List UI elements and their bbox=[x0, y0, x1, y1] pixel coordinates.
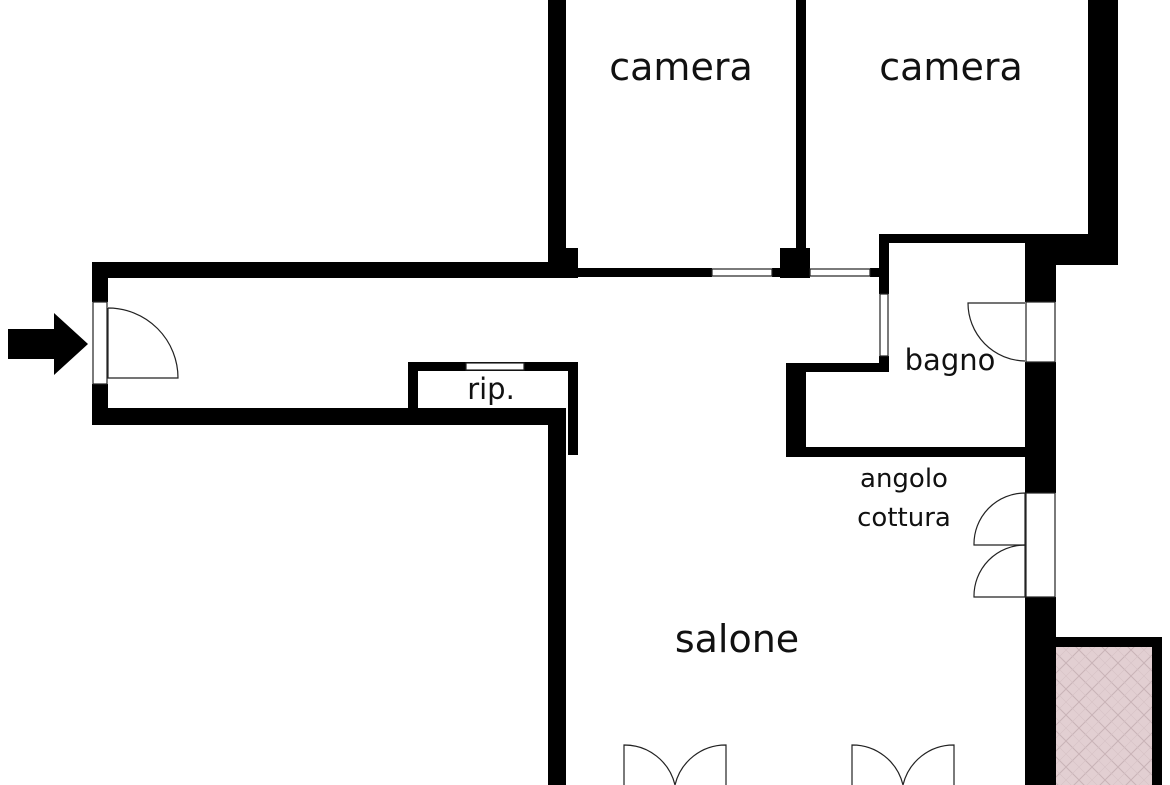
right-wall-1 bbox=[1025, 234, 1056, 302]
bagno-window bbox=[1025, 301, 1056, 363]
kitchen-window-swing-lower bbox=[973, 544, 1026, 598]
rip-left-wall bbox=[408, 362, 418, 425]
camera-left-door-opening bbox=[711, 268, 773, 277]
camera-left-bottom-wall bbox=[578, 268, 712, 277]
bagno-window-swing bbox=[967, 302, 1026, 362]
salone-window-swing-4 bbox=[902, 744, 955, 785]
bagno-bottom-wall bbox=[786, 447, 1056, 457]
corridor-top-wall bbox=[92, 262, 562, 278]
entrance-door-swing bbox=[107, 307, 179, 379]
room-label-ripostiglio: rip. bbox=[467, 372, 515, 406]
room-label-camera-right: camera bbox=[879, 45, 1022, 89]
entrance-arrow-icon bbox=[8, 313, 88, 375]
right-wall-3 bbox=[1025, 597, 1056, 785]
bagno-left-wall-upper bbox=[879, 234, 889, 294]
bagno-left-vertical-wall bbox=[786, 363, 806, 457]
windows bbox=[92, 268, 1056, 598]
balcony-right-wall bbox=[1152, 637, 1162, 785]
walls bbox=[92, 0, 1162, 785]
rip-right-wall bbox=[568, 362, 578, 455]
camera-right-bottom-wall bbox=[870, 268, 882, 277]
kitchen-window-swing-upper bbox=[973, 492, 1026, 546]
salone-left-wall bbox=[548, 408, 566, 785]
salone-window-swing-2 bbox=[674, 744, 727, 785]
door-swings bbox=[107, 302, 1026, 785]
camera-right-outer-wall bbox=[1088, 0, 1118, 265]
corridor-left-wall-upper bbox=[92, 262, 108, 302]
balcony-floor bbox=[1056, 647, 1152, 785]
camera-left-corner bbox=[548, 248, 578, 278]
room-label-cottura: cottura bbox=[857, 503, 951, 533]
corridor-bottom-wall bbox=[92, 408, 562, 425]
salone-window-swing-1 bbox=[623, 744, 676, 785]
bagno-step-wall bbox=[786, 363, 889, 372]
balcony-top-wall bbox=[1056, 637, 1162, 647]
salone-window-swing-3 bbox=[851, 744, 904, 785]
camera-right-door-opening bbox=[809, 268, 871, 277]
right-wall-2 bbox=[1025, 362, 1056, 493]
camera-left-outer-wall bbox=[548, 0, 566, 278]
room-label-salone: salone bbox=[675, 617, 799, 661]
room-label-camera-left: camera bbox=[609, 45, 752, 89]
rip-door-opening bbox=[465, 362, 525, 371]
bagno-top-wall bbox=[879, 234, 1079, 243]
room-label-bagno: bagno bbox=[905, 343, 996, 377]
camera-divider-corner bbox=[780, 248, 810, 278]
camera-divider-wall bbox=[796, 0, 806, 278]
entrance-door-frame bbox=[92, 301, 108, 385]
kitchen-window bbox=[1025, 492, 1056, 598]
bagno-door-opening bbox=[879, 293, 889, 357]
corridor-left-wall-lower bbox=[92, 384, 108, 425]
room-label-angolo: angolo bbox=[860, 464, 948, 494]
